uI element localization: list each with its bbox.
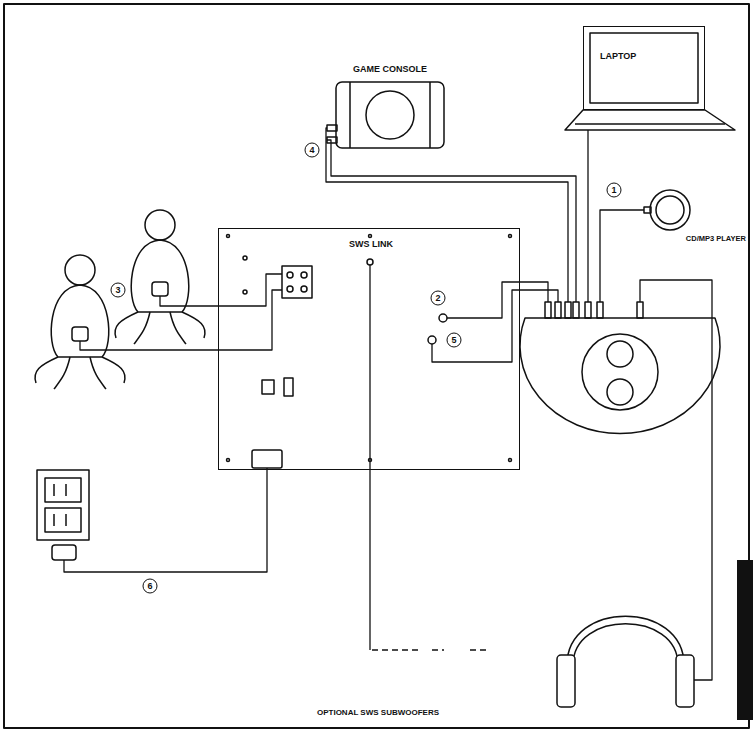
side-bar [737, 560, 753, 720]
node-label: SWS LINK [349, 239, 393, 249]
panel-details [227, 235, 512, 469]
player-node: CD/MP3 PLAYER [640, 188, 750, 248]
node-label: GAME CONSOLE [353, 64, 427, 74]
satellite-speakers [35, 210, 205, 389]
callout-number: 6 [147, 581, 152, 591]
callout-number: 1 [611, 185, 616, 195]
console-node: GAME CONSOLE [330, 60, 450, 155]
game-console [327, 82, 444, 148]
subwoofer-panel: SWS LINK [218, 228, 520, 470]
callout-number: 2 [435, 293, 440, 303]
node-label: LAPTOP [600, 51, 636, 61]
wall-outlet [37, 470, 89, 560]
frame [4, 4, 749, 728]
laptop-illustration [565, 33, 735, 130]
cd-player [644, 190, 690, 230]
cables [64, 128, 712, 680]
footnote-label: OPTIONAL SWS SUBWOOFERS [317, 708, 439, 717]
headphones [557, 616, 694, 707]
callout-number: 5 [451, 335, 456, 345]
node-label: CD/MP3 PLAYER [686, 234, 746, 243]
control-pod [520, 302, 720, 433]
laptop-screen: LAPTOP [583, 26, 705, 110]
callout-number: 3 [115, 285, 120, 295]
callout-number: 4 [309, 145, 314, 155]
